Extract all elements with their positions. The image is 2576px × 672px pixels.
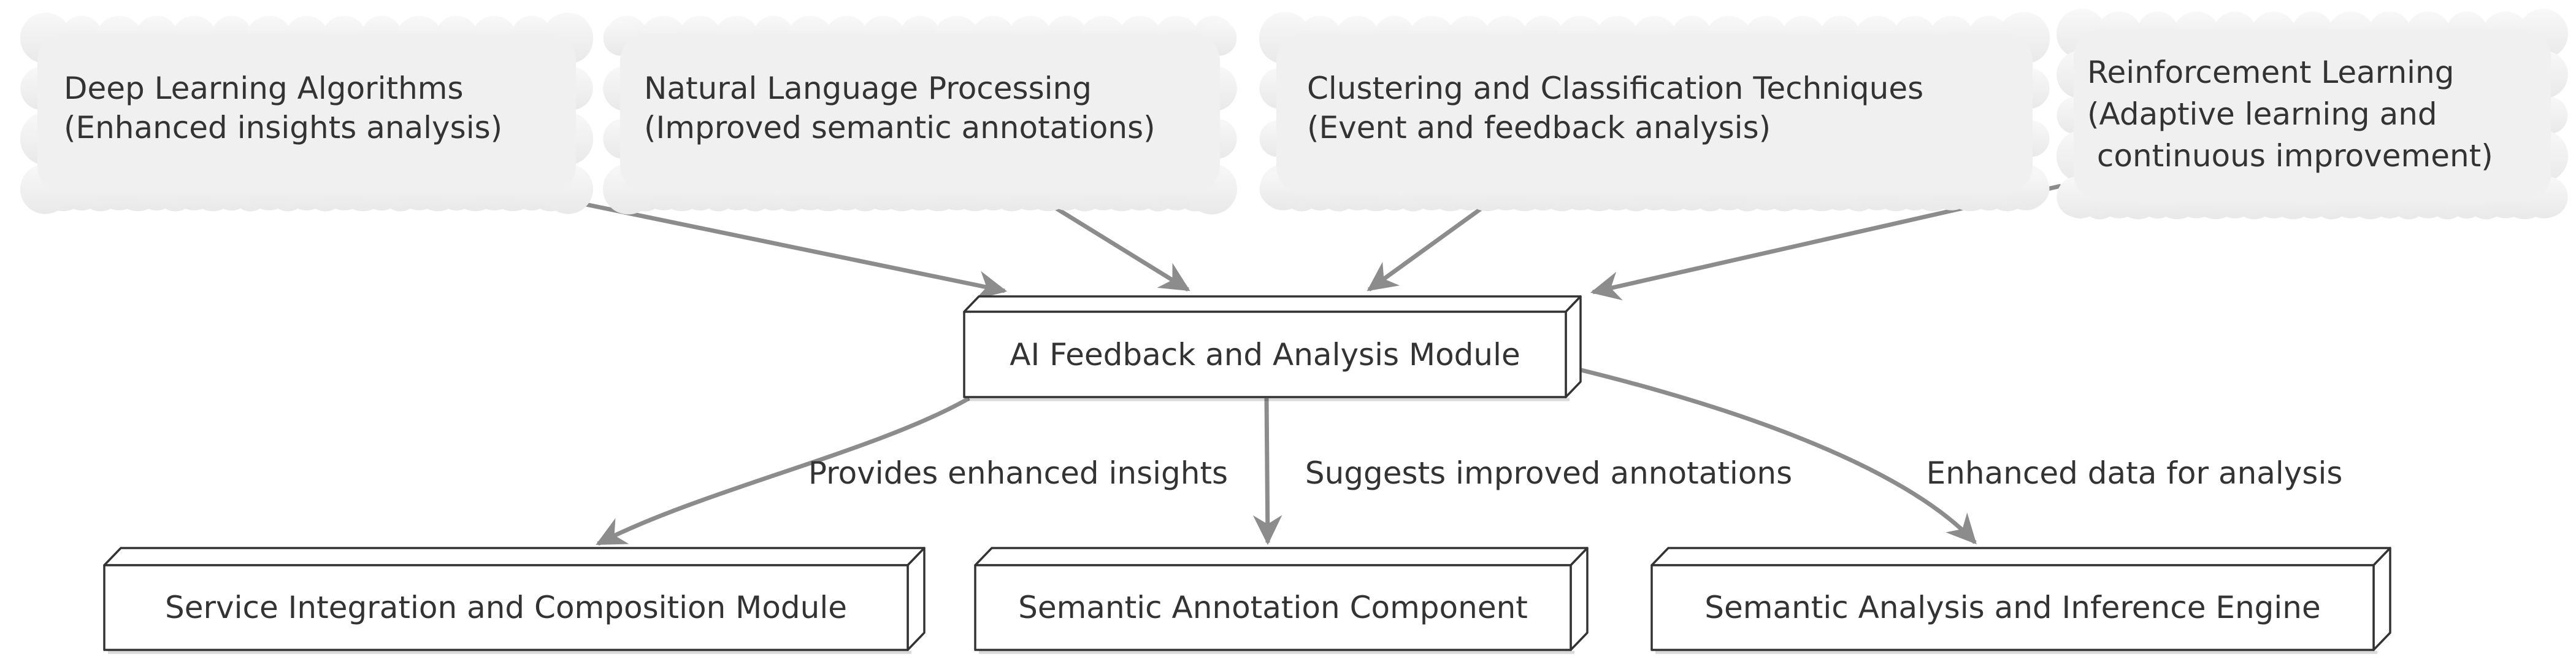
edge-label-provides-enhanced-insights: Provides enhanced insights (808, 455, 1229, 491)
node-box-service-integration (103, 547, 926, 654)
edge-label-enhanced-data-for-analysis: Enhanced data for analysis (1926, 455, 2343, 491)
center-node-label-ai-feedback-module: AI Feedback and Analysis Module (1010, 336, 1520, 373)
node-box-semantic-annotation (974, 547, 1589, 654)
node-box-ai-feedback-module (963, 295, 1582, 401)
module-node-label-service-integration: Service Integration and Composition Modu… (164, 590, 847, 625)
cloud-node-nlp (602, 15, 1238, 215)
edge-label-suggests-improved-annotations: Suggests improved annotations (1305, 455, 1793, 491)
cloud-node-label-clustering: Clustering and Classification Techniques… (1307, 71, 1924, 145)
cloud-node-clustering (1259, 12, 2050, 212)
cloud-node-label-deep-learning: Deep Learning Algorithms (Enhanced insig… (64, 71, 503, 145)
edge-deep-learning-to-module (582, 201, 1008, 300)
cloud-node-label-reinforcement: Reinforcement Learning (Adaptive learnin… (2087, 55, 2493, 174)
cloud-node-reinforcement (2056, 9, 2569, 220)
edge-module-to-service-integration (596, 396, 970, 546)
cloud-node-label-nlp: Natural Language Processing (Improved se… (644, 71, 1156, 145)
module-node-label-semantic-analysis: Semantic Analysis and Inference Engine (1704, 590, 2321, 625)
edge-module-to-semantic-analysis (1581, 368, 1977, 545)
edge-module-to-semantic-annotation (1252, 398, 1282, 546)
node-box-semantic-analysis (1650, 547, 2391, 654)
cloud-node-deep-learning (20, 12, 594, 214)
module-node-label-semantic-annotation: Semantic Annotation Component (1018, 590, 1528, 625)
